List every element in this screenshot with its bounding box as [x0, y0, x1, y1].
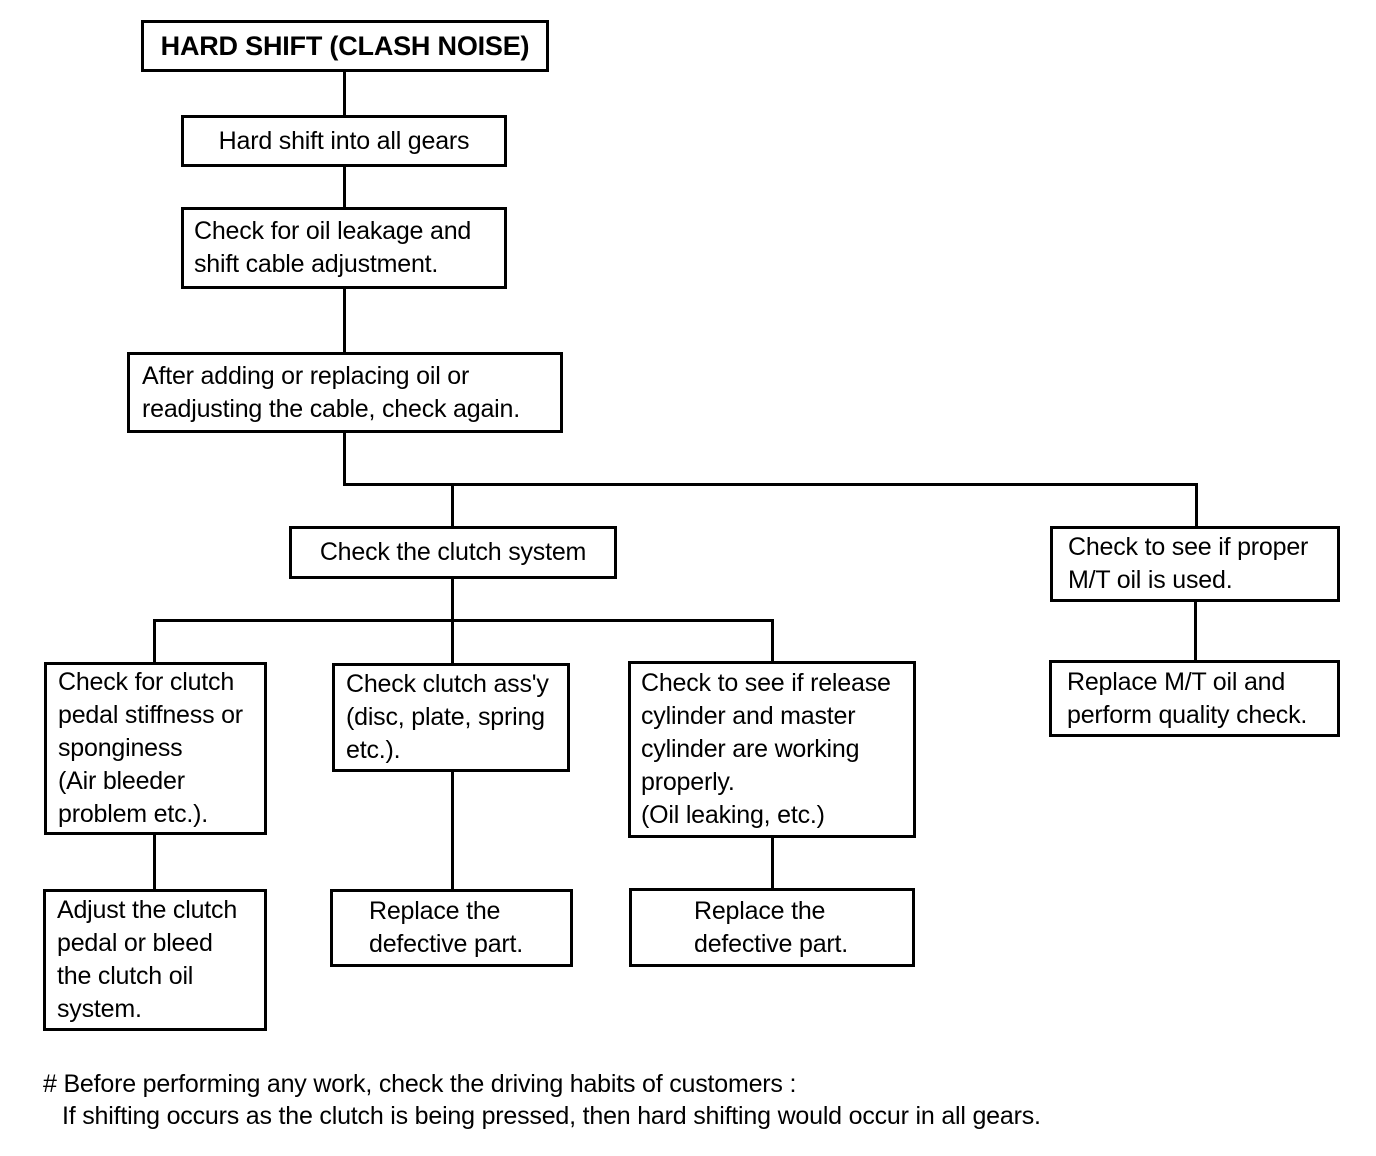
connector-line — [343, 72, 346, 117]
connector-line — [771, 838, 774, 890]
connector-line — [343, 167, 346, 209]
connector-line — [451, 579, 454, 622]
node-check-cylinders: Check to see if release cylinder and mas… — [628, 661, 916, 838]
connector-line — [343, 433, 346, 486]
connector-line — [153, 835, 156, 891]
footnote: # Before performing any work, check the … — [43, 1068, 1363, 1132]
node-hard-shift-all-gears: Hard shift into all gears — [181, 115, 507, 167]
node-replace-defective-part-2: Replace the defective part. — [629, 888, 915, 967]
connector-line — [451, 619, 454, 665]
node-check-mt-oil: Check to see if proper M/T oil is used. — [1050, 526, 1340, 602]
node-check-again: After adding or replacing oil or readjus… — [127, 352, 563, 433]
footnote-line-1: # Before performing any work, check the … — [43, 1070, 797, 1098]
connector-line — [451, 483, 454, 528]
node-check-oil-leakage: Check for oil leakage and shift cable ad… — [181, 207, 507, 289]
connector-line — [771, 619, 774, 663]
node-check-clutch-assy: Check clutch ass'y (disc, plate, spring … — [332, 663, 570, 772]
node-check-clutch-pedal: Check for clutch pedal stiffness or spon… — [44, 662, 267, 835]
connector-line — [153, 619, 774, 622]
connector-line — [1195, 483, 1198, 528]
connector-line — [1194, 602, 1197, 662]
connector-line — [343, 483, 1198, 486]
connector-line — [153, 619, 156, 664]
footnote-line-2: If shifting occurs as the clutch is bein… — [62, 1102, 1041, 1130]
node-hard-shift-clash-noise: HARD SHIFT (CLASH NOISE) — [141, 20, 549, 72]
node-adjust-clutch-pedal: Adjust the clutch pedal or bleed the clu… — [43, 889, 267, 1031]
connector-line — [343, 289, 346, 354]
node-check-clutch-system: Check the clutch system — [289, 526, 617, 579]
node-replace-mt-oil: Replace M/T oil and perform quality chec… — [1049, 660, 1340, 737]
node-replace-defective-part-1: Replace the defective part. — [330, 889, 573, 967]
connector-line — [451, 772, 454, 891]
